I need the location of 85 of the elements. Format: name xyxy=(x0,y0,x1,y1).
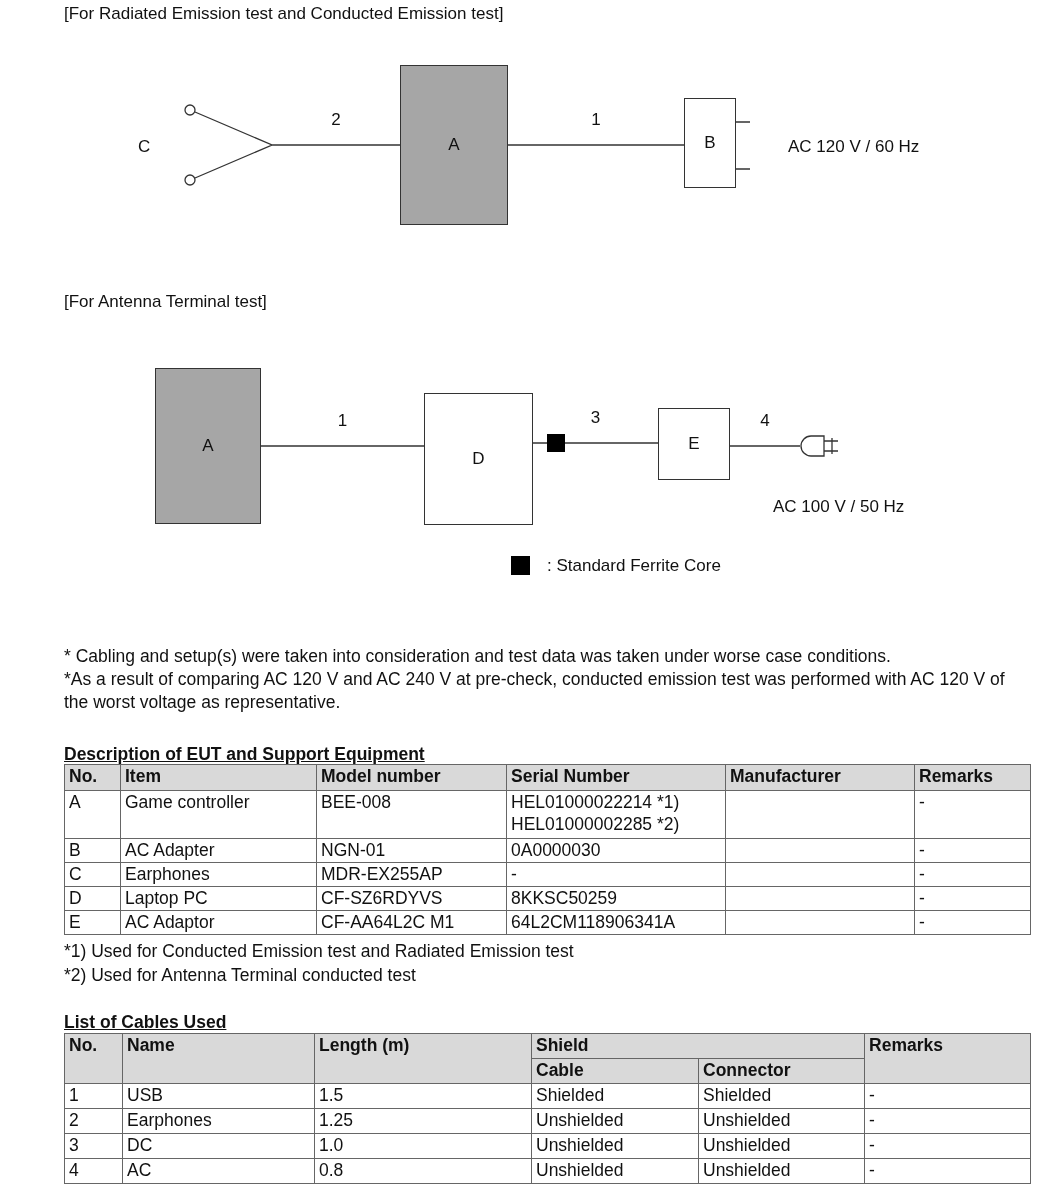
table-cell: A xyxy=(64,790,121,839)
header-cell: No. xyxy=(64,764,121,791)
table-cell: NGN-01 xyxy=(316,838,507,863)
note-text: *As a result of comparing AC 120 V and AC 240 V at pre-check, conducted emission test was performed with AC 120 V of the worst voltage as representative. xyxy=(64,668,1006,714)
table-cell: Shielded xyxy=(698,1083,865,1109)
table-cell: CF-AA64L2C M1 xyxy=(316,910,507,935)
table-cell: AC xyxy=(122,1158,315,1184)
table-cell: USB xyxy=(122,1083,315,1109)
header-cell: Model number xyxy=(316,764,507,791)
header-cell: Shield xyxy=(531,1033,865,1059)
table-cell: MDR-EX255AP xyxy=(316,862,507,887)
cable-line xyxy=(507,144,685,146)
equipment-box: D xyxy=(424,393,533,525)
table-cell: - xyxy=(914,790,1031,839)
table-cell: Laptop PC xyxy=(120,886,317,911)
table-cell: - xyxy=(864,1083,1031,1109)
table-cell: 0A0000030 xyxy=(506,838,726,863)
section-heading: [For Radiated Emission test and Conducted Emission test] xyxy=(64,3,504,25)
table-cell: Unshielded xyxy=(531,1108,699,1134)
table-cell: 4 xyxy=(64,1158,123,1184)
header-cell: Cable xyxy=(531,1058,699,1084)
table-cell: - xyxy=(914,910,1031,935)
device-box: A xyxy=(155,368,261,524)
table-cell: Unshielded xyxy=(531,1158,699,1184)
header-cell: Remarks xyxy=(864,1033,1031,1084)
table-cell: Game controller xyxy=(120,790,317,839)
header-cell: Item xyxy=(120,764,317,791)
footnote: *1) Used for Conducted Emission test and Radiated Emission test xyxy=(64,940,574,963)
table-cell: 1.5 xyxy=(314,1083,532,1109)
table-cell: BEE-008 xyxy=(316,790,507,839)
cable-line xyxy=(532,442,659,444)
table-cell: DC xyxy=(122,1133,315,1159)
table-cell: 1.0 xyxy=(314,1133,532,1159)
table-title: List of Cables Used xyxy=(64,1011,227,1034)
equipment-box: E xyxy=(658,408,730,480)
header-cell: Name xyxy=(122,1033,315,1084)
table-cell: 1.25 xyxy=(314,1108,532,1134)
footnote: *2) Used for Antenna Terminal conducted test xyxy=(64,964,416,987)
header-cell: Remarks xyxy=(914,764,1031,791)
table-cell: 64L2CM118906341A xyxy=(506,910,726,935)
supply-label: C xyxy=(138,136,151,158)
table-cell: - xyxy=(864,1158,1031,1184)
table-cell: - xyxy=(864,1133,1031,1159)
table-cell: Unshielded xyxy=(698,1108,865,1134)
table-cell: E xyxy=(64,910,121,935)
table-cell: Shielded xyxy=(531,1083,699,1109)
serial-number: HEL01000002285 *2) xyxy=(511,814,680,834)
table-cell: C xyxy=(64,862,121,887)
header-cell: Manufacturer xyxy=(725,764,915,791)
header-cell: Length (m) xyxy=(314,1033,532,1084)
table-cell: AC Adapter xyxy=(120,838,317,863)
table-cell: AC Adaptor xyxy=(120,910,317,935)
node-caption: AC 120 V / 60 Hz xyxy=(788,136,920,158)
table-cell: - xyxy=(914,838,1031,863)
table-cell: D xyxy=(64,886,121,911)
header-cell: Connector xyxy=(698,1058,865,1084)
table-cell: Unshielded xyxy=(531,1133,699,1159)
supply-label: AC 100 V / 50 Hz xyxy=(773,496,905,518)
table-cell: Earphones xyxy=(120,862,317,887)
table-cell: 0.8 xyxy=(314,1158,532,1184)
serial-number: HEL01000022214 *1) xyxy=(511,792,680,812)
cable-line xyxy=(729,445,801,447)
table-cell: 1 xyxy=(64,1083,123,1109)
table-cell: Unshielded xyxy=(698,1158,865,1184)
cable-line xyxy=(271,144,401,146)
table-cell: CF-SZ6RDYVS xyxy=(316,886,507,911)
note-text: * Cabling and setup(s) were taken into consideration and test data was taken under worse case conditions. xyxy=(64,645,892,668)
header-cell: No. xyxy=(64,1033,123,1084)
table-cell: 8KKSC50259 xyxy=(506,886,726,911)
table-cell: Unshielded xyxy=(698,1133,865,1159)
table-cell: Earphones xyxy=(122,1108,315,1134)
section-heading: [For Antenna Terminal test] xyxy=(64,291,267,313)
equipment-box: B xyxy=(684,98,736,188)
table-cell: - xyxy=(506,862,726,887)
table-cell: 2 xyxy=(64,1108,123,1134)
table-cell: - xyxy=(914,886,1031,911)
table-cell: 3 xyxy=(64,1133,123,1159)
table-title: Description of EUT and Support Equipment xyxy=(64,743,425,766)
device-box: A xyxy=(400,65,508,225)
legend-text: : Standard Ferrite Core xyxy=(547,555,721,577)
table-cell: - xyxy=(914,862,1031,887)
header-cell: Serial Number xyxy=(506,764,726,791)
table-cell: - xyxy=(864,1108,1031,1134)
table-cell: B xyxy=(64,838,121,863)
cable-line xyxy=(260,445,425,447)
